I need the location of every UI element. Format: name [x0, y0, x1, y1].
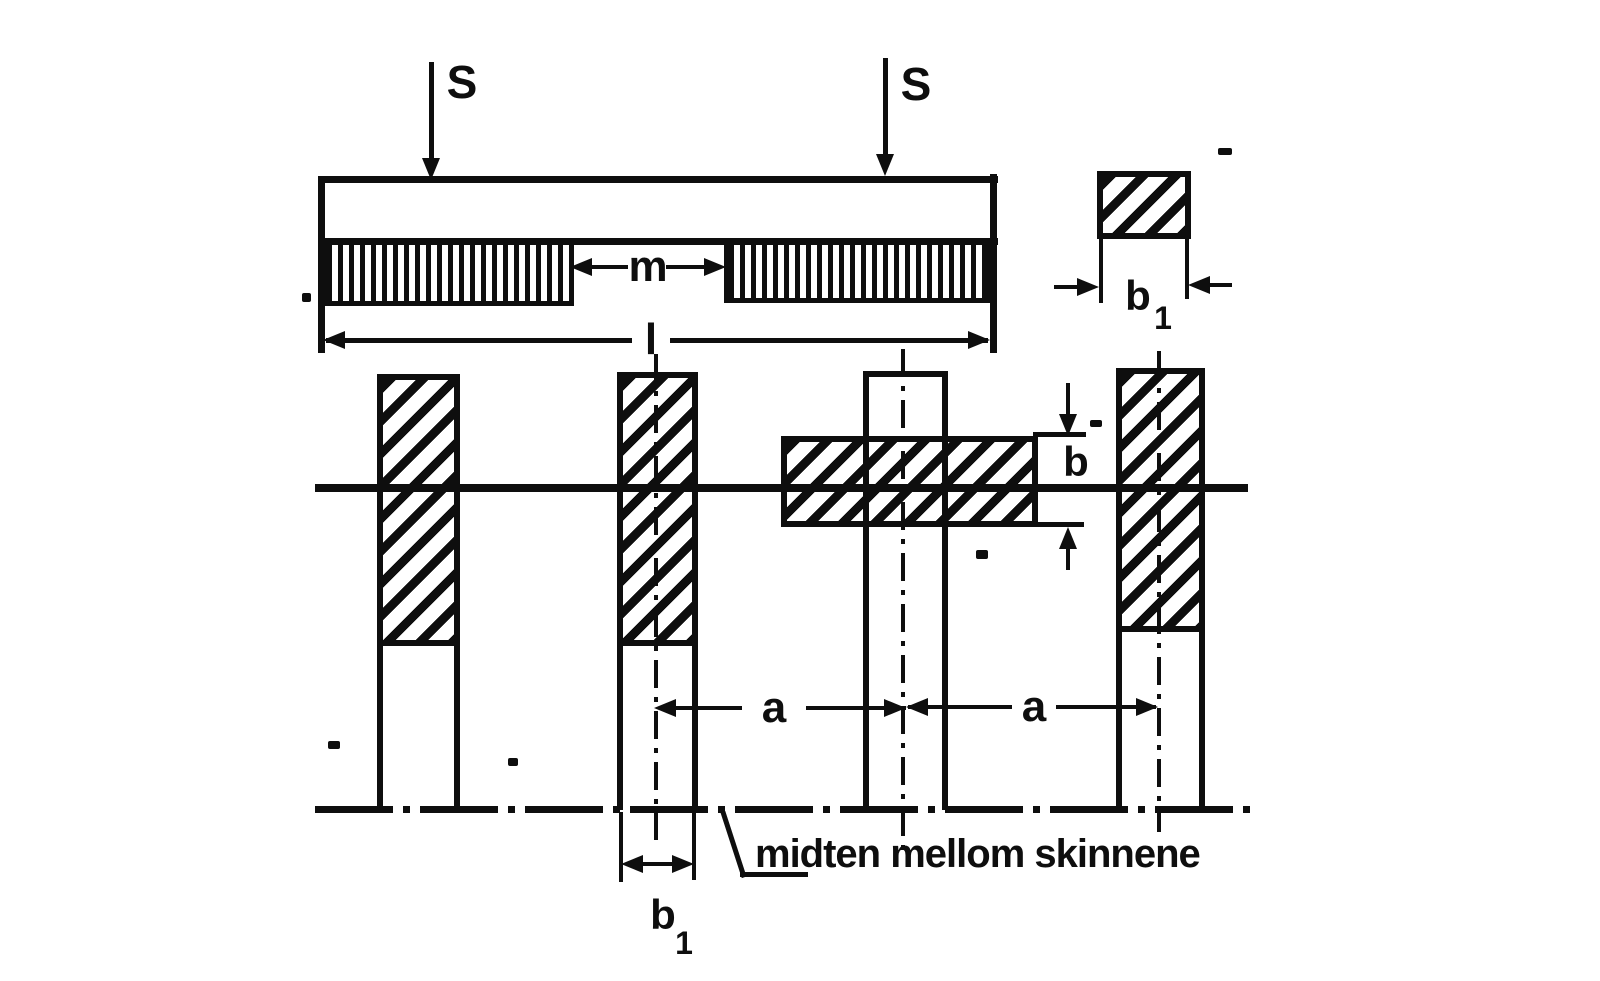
note-underline [740, 872, 808, 877]
dim-b1-bottom-head-left [621, 855, 643, 873]
dim-l-label: l [644, 315, 658, 364]
dim-a2-line-left [908, 705, 1012, 709]
scan-speck [976, 550, 988, 559]
scan-speck [302, 293, 311, 302]
force-arrow-left-line [429, 62, 434, 170]
ground-line [315, 806, 1250, 813]
beam-left-edge [318, 176, 325, 353]
dim-m-line-right [666, 265, 710, 269]
beam-top-edge [318, 176, 998, 183]
dim-b1-top-line-right [1200, 283, 1232, 287]
dim-a2-head-left [906, 698, 928, 716]
dim-l-line-left [326, 338, 632, 343]
main-axis-line [315, 484, 1248, 492]
dim-b-arrow-up-head [1059, 527, 1077, 549]
scan-speck [1090, 420, 1102, 427]
scan-speck [508, 758, 518, 766]
force-arrow-right-line [883, 58, 888, 164]
dim-b-label: b [1063, 438, 1089, 485]
dim-b-arrow-down-head [1059, 414, 1077, 436]
column-1-hatched [377, 374, 460, 646]
dim-m-head-right [704, 258, 726, 276]
force-label-right: S [900, 58, 932, 110]
rail-bar [781, 436, 1038, 527]
dim-l-line-right [670, 338, 988, 343]
dim-b1-bottom-label-sub: 1 [675, 925, 693, 961]
dim-a1-label: a [761, 683, 787, 732]
force-arrow-left-head [422, 158, 440, 180]
rail-pad-left [322, 240, 574, 306]
dim-b1-top-head-left [1077, 278, 1099, 296]
dim-b1-top-head-right [1188, 276, 1210, 294]
dim-a2-label: a [1021, 682, 1047, 731]
column-3-centerline [901, 349, 905, 858]
dim-b1-bottom-ext-left [619, 812, 623, 882]
dim-a2-line-right [1056, 705, 1156, 709]
dim-a1-line-right [806, 706, 906, 710]
dim-b1-top-ext-right [1185, 239, 1189, 299]
dim-b1-bottom-ext-right [692, 812, 696, 880]
dim-b-arrow-up-line [1066, 547, 1070, 570]
column-3-edge-through-bar-right [942, 436, 948, 527]
dim-a1-head-right [884, 699, 906, 717]
dim-b1-bottom-line [632, 862, 684, 866]
force-arrow-right-head [876, 154, 894, 176]
dim-b1-top-label: b [1125, 272, 1151, 319]
dim-b1-top-label-sub: 1 [1154, 300, 1172, 336]
scan-speck [328, 741, 340, 749]
dim-b-ext-bottom [1037, 522, 1084, 527]
dim-m-label: m [628, 242, 668, 291]
note-leader-line [720, 810, 747, 879]
column-4-centerline [1157, 351, 1161, 832]
dim-m-line-left [584, 265, 628, 269]
dim-l-head-right [968, 331, 990, 349]
force-label-left: S [446, 56, 478, 108]
dim-b1-bottom-head-right [672, 855, 694, 873]
beam-right-edge [990, 174, 997, 353]
dim-a2-head-right [1136, 698, 1158, 716]
dim-b1-top-line-left [1054, 285, 1084, 289]
beam-bottom-edge [318, 238, 998, 245]
dim-l-head-left [323, 331, 345, 349]
rail-cross-section [1097, 171, 1191, 239]
dim-b1-top-ext-left [1099, 239, 1103, 303]
rail-pad-right [724, 240, 992, 303]
column-2-centerline [654, 354, 658, 840]
dim-b1-bottom-label: b [650, 891, 676, 938]
column-3-edge-through-bar-left [863, 436, 869, 527]
scan-speck [1218, 148, 1232, 155]
column-1-lower [377, 646, 460, 810]
note-text: midten mellom skinnene [755, 832, 1201, 876]
dim-a1-head-left [654, 699, 676, 717]
dim-m-head-left [570, 258, 592, 276]
dim-a1-line-left [660, 706, 742, 710]
dim-b-arrow-down-line [1066, 383, 1070, 416]
